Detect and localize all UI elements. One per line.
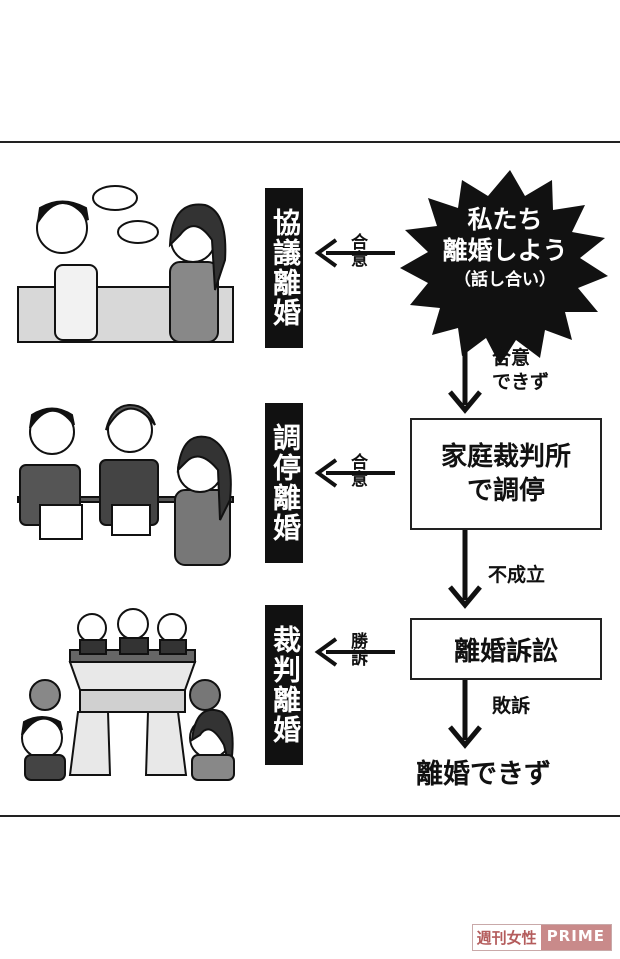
brand-part-2: PRIME [540, 925, 611, 950]
arrow-label-win: 勝訴 [347, 632, 367, 666]
arrow-label-agree-1: 合意 [347, 233, 367, 267]
brand-logo: 週刊女性 PRIME [471, 924, 612, 951]
arrow-down-3 [448, 680, 482, 749]
label-chotei-rikon: 調停離婚 [265, 403, 303, 563]
illustration-court [21, 608, 235, 781]
burst-line-1: 私たち [467, 205, 543, 234]
box-mediation-text: 家庭裁判所 で調停 [440, 442, 571, 506]
arrow-down-2 [448, 530, 482, 609]
illustration-mediation [17, 403, 234, 566]
burst-line-2: 離婚しよう [442, 236, 568, 265]
arrow-agree-1 [314, 238, 395, 268]
arrow-agree-2 [314, 458, 395, 488]
talk-burst-text: 私たち 離婚しよう （話し合い） [405, 205, 605, 293]
label-kyogi-rikon: 協議離婚 [265, 188, 303, 348]
arrow-label-agree-2: 合意 [347, 453, 367, 487]
caption-failed: 不成立 [488, 564, 546, 586]
burst-line-3: （話し合い） [454, 270, 556, 290]
caption-no-agreement: 合意 できず [492, 347, 550, 393]
arrow-down-1 [448, 338, 482, 414]
result-no-divorce: 離婚できず [416, 759, 551, 790]
bottom-rule [0, 815, 620, 817]
illustration-couple-talking [17, 185, 234, 343]
box-lawsuit-text: 離婚訴訟 [453, 636, 558, 667]
brand-part-1: 週刊女性 [472, 925, 541, 950]
box-divorce-lawsuit: 離婚訴訟 [410, 618, 602, 680]
top-rule [0, 141, 620, 143]
arrow-win [314, 637, 395, 667]
caption-lost: 敗訴 [492, 695, 531, 717]
box-family-court-mediation: 家庭裁判所 で調停 [410, 418, 602, 530]
label-saiban-rikon: 裁判離婚 [265, 605, 303, 765]
talk-burst-shape [400, 170, 608, 365]
